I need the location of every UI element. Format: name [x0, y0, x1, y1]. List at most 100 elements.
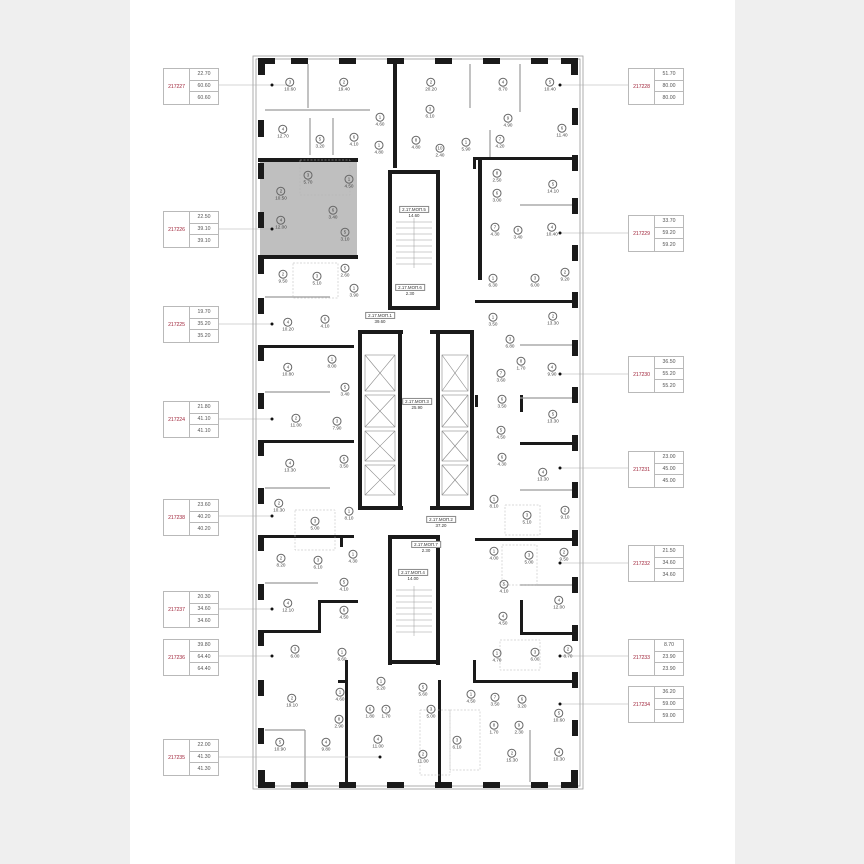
room-number: 4 — [283, 317, 293, 327]
room-area: 5.90 — [461, 146, 471, 152]
room-area: 4.50 — [344, 183, 354, 189]
room-area: 3.40 — [340, 391, 350, 397]
room-number: 3 — [522, 510, 532, 520]
room-number: 4 — [547, 222, 557, 232]
total-area-with-balcony: 41.30 — [197, 766, 211, 773]
room-number: 2 — [287, 693, 297, 703]
room-number: 1 — [489, 546, 499, 556]
room-number: 6 — [349, 132, 359, 142]
total-area: 59.20 — [655, 228, 683, 240]
room-area: 4.50 — [466, 698, 476, 704]
room-number: 3 — [285, 77, 295, 87]
room-area: 6.10 — [425, 113, 435, 119]
common-area-size: 14.00 — [407, 576, 419, 581]
room-number: 3 — [312, 271, 322, 281]
room-number: 2 — [274, 498, 284, 508]
room-number: 2 — [278, 269, 288, 279]
room-number: 5 — [315, 134, 325, 144]
room-area: 3.10 — [340, 236, 350, 242]
room-area: 15.30 — [506, 757, 518, 763]
apartment-id: 217232 — [629, 546, 655, 581]
room-number: 10 — [435, 143, 445, 153]
room-area: 10.50 — [275, 195, 287, 201]
total-area-with-balcony: 39.10 — [197, 238, 211, 245]
room-number: 1 — [488, 312, 498, 322]
room-area: 6.00 — [530, 656, 540, 662]
room-number: 3 — [425, 104, 435, 114]
apartment-id: 217226 — [164, 212, 190, 247]
room-area: 6.10 — [452, 744, 462, 750]
room-number: 8 — [516, 356, 526, 366]
room-number: 3 — [313, 555, 323, 565]
total-area-with-balcony: 34.60 — [197, 618, 211, 625]
apartment-id: 217228 — [629, 69, 655, 104]
room-number: 4 — [498, 77, 508, 87]
apartment-id: 217233 — [629, 640, 655, 675]
room-area: 12.10 — [282, 607, 294, 613]
common-area-code: 2.17.МОП.3 — [402, 397, 432, 405]
room-area: 3.50 — [488, 321, 498, 327]
common-area-size: 14.60 — [408, 213, 420, 218]
total-area: 41.30 — [190, 752, 218, 764]
room-area: 5.10 — [312, 280, 322, 286]
room-area: 11.00 — [290, 422, 302, 428]
total-area: 64.40 — [190, 652, 218, 664]
room-number: 1 — [492, 648, 502, 658]
room-number: 3 — [426, 704, 436, 714]
total-area: 34.60 — [655, 558, 683, 570]
room-number: 4 — [283, 598, 293, 608]
room-number: 4 — [278, 124, 288, 134]
room-number: 2 — [560, 505, 570, 515]
room-number: 3 — [303, 170, 313, 180]
room-number: 6 — [492, 188, 502, 198]
room-number: 5 — [340, 227, 350, 237]
apartment-id: 217227 — [164, 69, 190, 104]
room-area: 10.80 — [282, 371, 294, 377]
total-area: 23.90 — [655, 652, 683, 664]
